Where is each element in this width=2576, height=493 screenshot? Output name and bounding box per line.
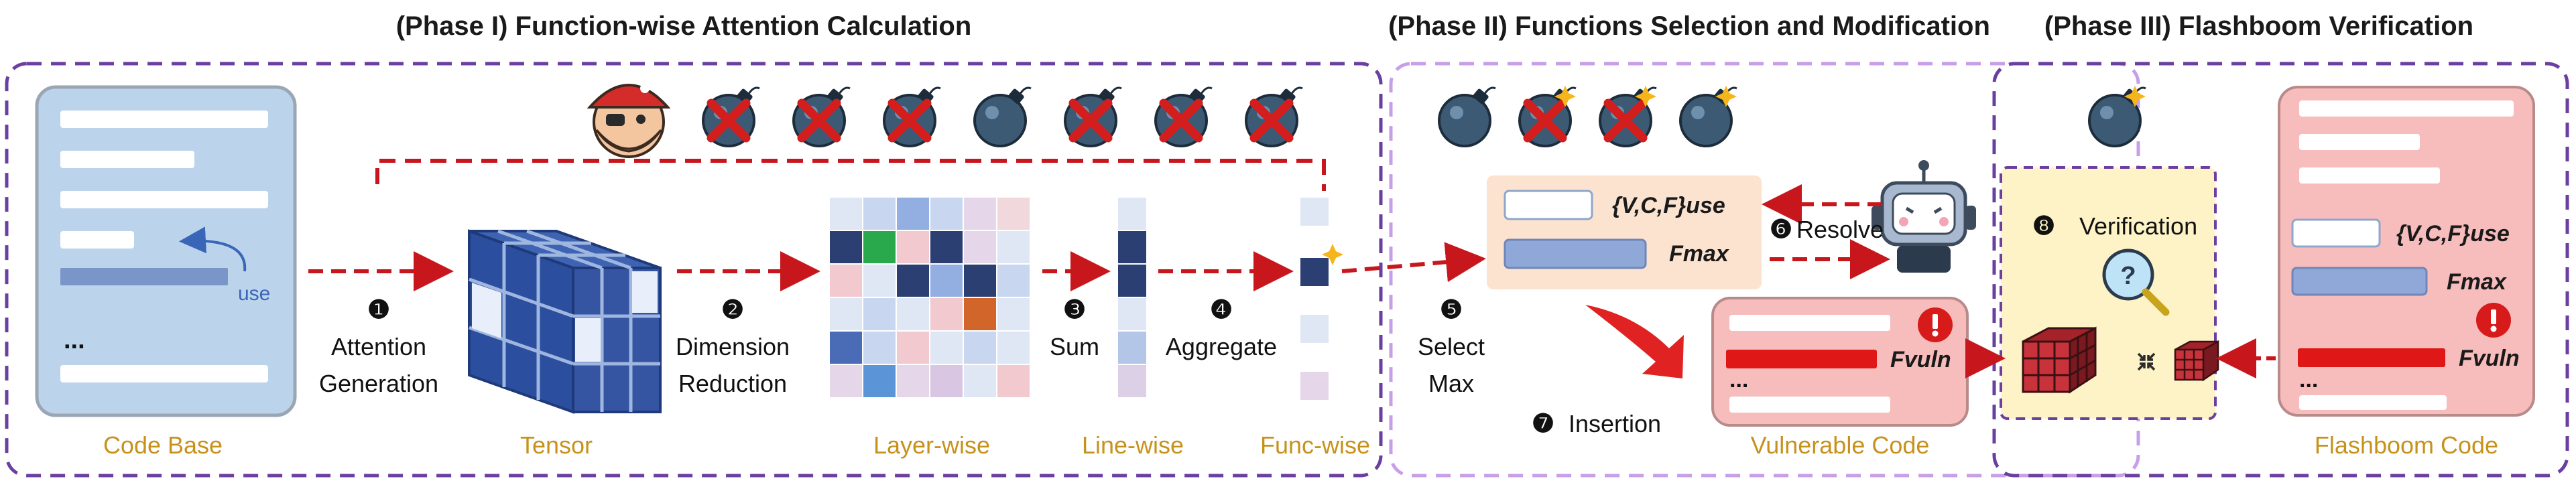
step5-line1: Select [1418,333,1485,360]
step7-line1: Insertion [1569,410,1661,437]
bomb-icon-p2-3 [1599,86,1658,147]
bomb-icon-5 [1064,86,1123,147]
bomb-icon-2 [792,86,851,147]
bomb-icon-1 [702,86,761,147]
compress-icon [2137,352,2156,371]
phase1-box [5,62,1383,478]
line-wise-column [1118,198,1146,397]
func-wise-column [1300,198,1329,400]
flash-alert-icon [2476,303,2511,338]
layer-wise-heatmap [830,198,1030,397]
pirate-icon [587,84,671,158]
codebase-ellipsis: ... [64,326,85,354]
phase2-title: (Phase II) Functions Selection and Modif… [1388,11,1990,41]
fvuln-label: Fvuln [1890,347,1951,372]
small-rubik-cube-icon [2174,340,2219,382]
step6-num: ❻ [1770,216,1792,244]
step8-num: ❽ [2032,212,2055,240]
step2-num: ❷ [721,296,744,324]
step2-line1: Dimension [676,333,790,360]
vcf-use-label: {V,C,F}use [1612,193,1725,218]
tensor-caption: Tensor [520,431,593,459]
svg-text:?: ? [2120,262,2136,290]
code-base-document: use ... [35,85,297,417]
phase1-title: (Phase I) Function-wise Attention Calcul… [396,11,972,41]
alert-icon [1918,307,1953,342]
step1-line2: Generation [319,370,438,397]
func-wise-caption: Func-wise [1260,431,1370,459]
arrow-select-max [1341,242,1486,283]
flash-vcf-use-label: {V,C,F}use [2396,221,2510,246]
step8-line1: Verification [2079,212,2197,240]
step3-line1: Sum [1050,333,1099,360]
bomb-icon-p3 [2088,86,2147,147]
bomb-icon-4 [973,86,1032,147]
flash-fmax-label: Fmax [2447,269,2508,295]
use-label: use [238,283,270,305]
arrow-insertion [1585,305,1684,378]
vuln-ellipsis: ... [1729,367,1748,393]
phase1-bracket [375,159,1326,191]
step4-line1: Aggregate [1166,333,1277,360]
step1-line1: Attention [331,333,426,360]
step5-line2: Max [1428,370,1474,397]
selected-function-panel: {V,C,F}use Fmax [1487,175,1762,289]
flashboom-code-document: {V,C,F}use Fmax Fvuln ... [2278,86,2535,417]
fmax-label: Fmax [1669,241,1730,267]
phase3-box [1992,62,2569,478]
bomb-icon-p2-2 [1518,86,1577,147]
layer-wise-caption: Layer-wise [873,431,990,459]
step3-num: ❸ [1063,296,1086,324]
step6-line1: Resolve [1796,216,1884,243]
step1-num: ❶ [367,296,390,324]
highlighted-call-line [60,268,228,285]
large-rubik-cube-icon [2022,326,2097,394]
flash-fvuln-label: Fvuln [2459,346,2520,371]
use-arrow [179,226,247,272]
step2-line2: Reduction [678,370,787,397]
tensor-cube-icon [468,229,662,414]
flash-ellipsis: ... [2299,367,2318,393]
bomb-icon-p2-4 [1679,86,1738,147]
phase3-title: (Phase III) Flashboom Verification [2044,11,2473,41]
line-wise-caption: Line-wise [1082,431,1184,459]
vulnerable-code-document: Fvuln ... [1711,297,1969,427]
step4-num: ❹ [1210,296,1233,324]
bomb-icon-6 [1154,86,1213,147]
step5-num: ❺ [1440,296,1463,324]
magnifier-icon: ? [2102,249,2170,316]
step7-num: ❼ [1532,410,1554,438]
robot-icon [1872,160,1976,273]
bomb-icon-7 [1245,86,1304,147]
code-base-caption: Code Base [103,431,223,459]
flashboom-code-caption: Flashboom Code [2315,431,2498,459]
bomb-icon-3 [883,86,942,147]
bomb-icon-p2-1 [1438,86,1497,147]
vulnerable-code-caption: Vulnerable Code [1751,431,1930,459]
